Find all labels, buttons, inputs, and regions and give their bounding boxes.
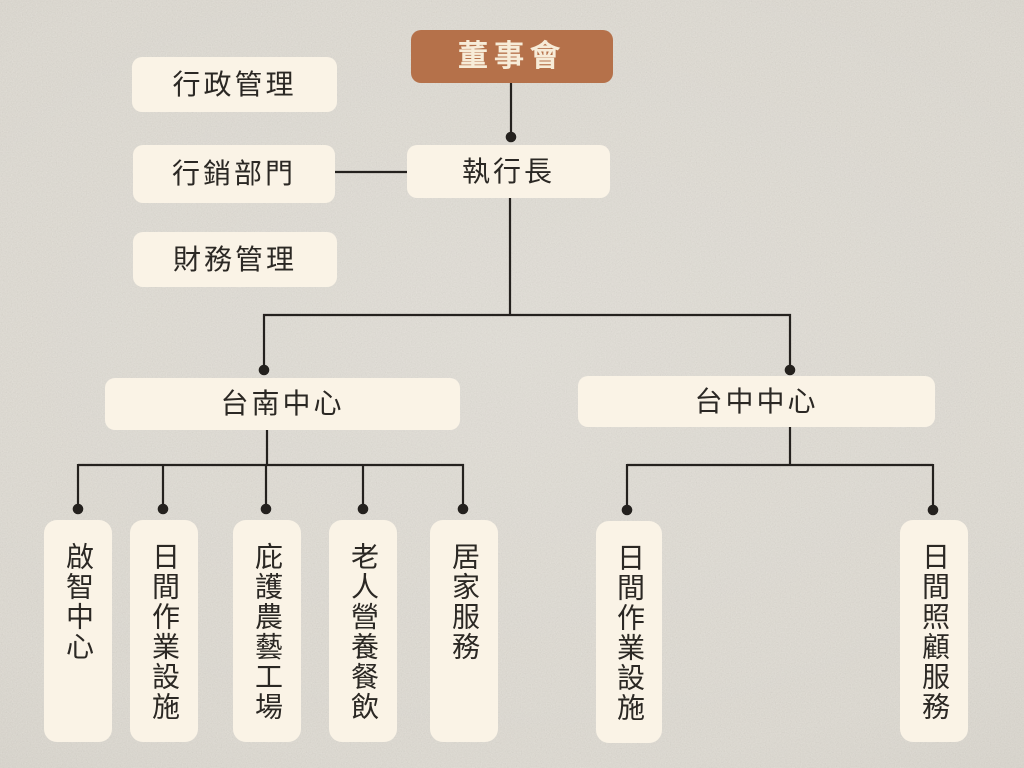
junction-dot-tainan-child-2 [157, 503, 169, 515]
node-home-service: 居家服務 [430, 520, 498, 742]
node-qizhi-center-label: 啟智中心 [62, 542, 95, 662]
node-taichung-center-label: 台中中心 [694, 384, 819, 418]
junction-dot-tainan [258, 364, 270, 376]
junction-dot-tainan-child-5 [457, 503, 469, 515]
node-ceo: 執行長 [407, 145, 610, 198]
node-finance-dept: 財務管理 [133, 232, 337, 287]
node-elderly-nutrition-catering: 老人營養餐飲 [329, 520, 397, 742]
node-admin-dept: 行政管理 [132, 57, 337, 112]
node-tainan-center-label: 台南中心 [220, 387, 345, 420]
node-board-label: 董事會 [458, 38, 566, 74]
node-taichung-day-work-facility: 日間作業設施 [596, 521, 662, 743]
node-elderly-nutrition-catering-label: 老人營養餐飲 [347, 542, 380, 722]
node-qizhi-center: 啟智中心 [44, 520, 112, 742]
junction-dot-taichung [784, 364, 796, 376]
node-finance-dept-label: 財務管理 [172, 242, 297, 276]
node-taichung-center: 台中中心 [578, 376, 935, 427]
node-tainan-day-work-facility: 日間作業設施 [130, 520, 198, 742]
node-ceo-label: 執行長 [461, 154, 555, 188]
node-sheltered-horticulture-workshop-label: 庇護農藝工場 [251, 542, 284, 722]
node-day-care-service-label: 日間照顧服務 [918, 542, 951, 722]
junction-dot-taichung-child-1 [621, 504, 633, 516]
node-marketing-dept-label: 行銷部門 [171, 157, 296, 190]
node-day-care-service: 日間照顧服務 [900, 520, 968, 742]
node-marketing-dept: 行銷部門 [133, 145, 335, 203]
node-tainan-day-work-facility-label: 日間作業設施 [148, 542, 181, 722]
node-sheltered-horticulture-workshop: 庇護農藝工場 [233, 520, 301, 742]
node-home-service-label: 居家服務 [448, 542, 481, 662]
node-taichung-day-work-facility-label: 日間作業設施 [613, 543, 646, 723]
node-admin-dept-label: 行政管理 [172, 67, 297, 101]
node-tainan-center: 台南中心 [105, 378, 460, 430]
junction-dot-tainan-child-4 [357, 503, 369, 515]
node-board: 董事會 [411, 30, 613, 83]
junction-dot-ceo [505, 131, 517, 143]
junction-dot-tainan-child-1 [72, 503, 84, 515]
junction-dot-taichung-child-2 [927, 504, 939, 516]
junction-dot-tainan-child-3 [260, 503, 272, 515]
